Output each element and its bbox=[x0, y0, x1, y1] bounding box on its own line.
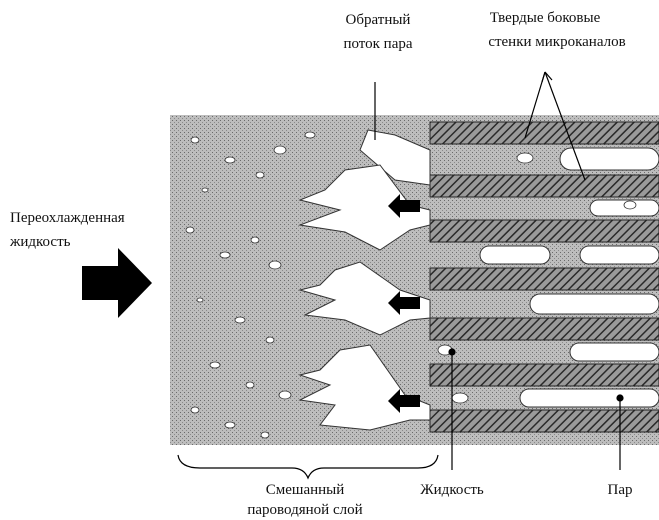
walls-label-line1: Твердые боковые bbox=[490, 10, 601, 26]
walls-label-line2: стенки микроканалов bbox=[488, 34, 625, 50]
channel-wall bbox=[430, 318, 659, 340]
mixed-label-line2: пароводяной слой bbox=[247, 502, 362, 518]
subcooled-label-line1: Переохлажденная bbox=[10, 210, 125, 226]
mixed-layer-brace bbox=[178, 455, 438, 478]
backflow-label-line1: Обратный bbox=[346, 12, 411, 28]
channel-wall bbox=[430, 122, 659, 144]
liquid-label: Жидкость bbox=[420, 482, 484, 498]
channel-wall bbox=[430, 175, 659, 197]
subcooled-label-line2: жидкость bbox=[9, 234, 71, 250]
backflow-label-line2: поток пара bbox=[343, 36, 412, 52]
channel-wall bbox=[430, 410, 659, 432]
channel-wall bbox=[430, 220, 659, 242]
mixed-label-line1: Смешанный bbox=[266, 482, 345, 498]
channel-wall bbox=[430, 268, 659, 290]
inlet-arrow-icon bbox=[82, 248, 152, 318]
channel-wall bbox=[430, 364, 659, 386]
vapor-label: Пар bbox=[608, 482, 633, 498]
